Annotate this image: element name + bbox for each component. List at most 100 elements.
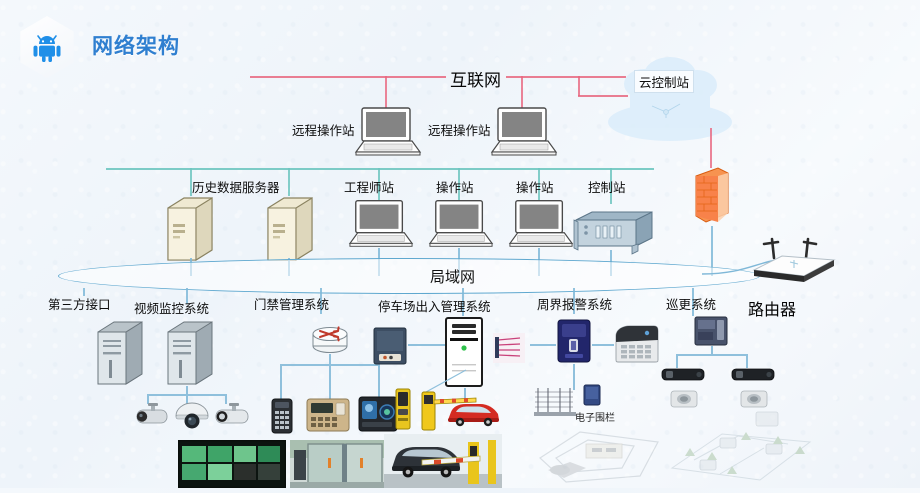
access-control-switch[interactable] [308,322,352,361]
access-drop-3 [378,364,380,400]
camera-trunk [186,386,188,394]
face-recognition-terminal[interactable] [358,396,398,437]
facility-illustration [530,418,680,493]
patrol-checkpoint-1 [670,390,698,413]
patrol-host-device[interactable] [694,316,728,351]
internet-bus-right [506,76,626,78]
engineer-station[interactable] [348,198,414,255]
lan-to-router-link [701,259,777,275]
video-surveillance-label: 视频监控系统 [134,302,210,316]
internet-bus-left [250,76,446,78]
parking-controller-link [408,344,450,346]
third-party-interface-label: 第三方接口 [48,298,111,312]
access-drop-2 [329,364,331,400]
sub-drop-perimeter [573,288,575,314]
cloud-control-station-label: 云控制站 [634,70,695,93]
patrol-wand-2[interactable] [730,366,776,389]
parking-management-label: 停车场出入管理系统 [378,300,491,314]
attendance-terminal[interactable] [306,398,350,437]
alarm-keypad-panel[interactable] [614,324,660,369]
camera-drop-1 [147,394,149,404]
perimeter-alarm-label: 周界报警系统 [537,298,613,312]
red-car-icon [444,400,502,433]
bullet-camera-2[interactable] [210,402,254,435]
video-server-1[interactable] [90,318,152,393]
sub-drop-parking [462,288,464,316]
remote-workstation-2-label: 远程操作站 [428,124,491,138]
video-server-2[interactable] [160,318,222,393]
access-keypad-reader[interactable] [270,398,294,439]
sub-drop-access [320,288,322,314]
history-server-label: 历史数据服务器 [192,181,280,195]
parking-terminal-post[interactable] [392,388,414,437]
sub-drop-third-party [83,288,85,296]
control-drop-engineer [378,168,380,200]
perimeter-left-link [530,344,556,346]
operation-station-2-label: 操作站 [516,181,554,195]
access-drop-1 [280,364,282,400]
control-station-label: 控制站 [588,181,626,195]
patrol-bus [676,354,746,356]
sub-drop-video [186,288,188,304]
dome-camera[interactable] [172,400,212,437]
bullet-camera-1[interactable] [131,402,173,435]
access-trunk [329,354,331,364]
camera-drop-2 [186,394,188,404]
network-topology-illustration [660,408,830,493]
control-station-rack-server[interactable] [566,204,656,263]
page-title: 网络架构 [92,35,180,58]
parking-diag-link [425,369,467,393]
firewall-to-lan-link [711,226,713,276]
operation-station-1-label: 操作站 [436,181,474,195]
fence-controller-icon [583,384,601,411]
parking-server-pc[interactable] [444,316,484,393]
patrol-trunk [711,346,713,354]
perimeter-alarm-host[interactable] [556,318,592,369]
operation-station-1[interactable] [428,198,494,255]
parking-trunk [464,388,466,400]
cloud-control-station[interactable] [600,48,740,153]
monitoring-center-photo [178,440,286,488]
parking-barrier-gate-1[interactable] [420,386,478,437]
parking-gate-photo [384,434,502,488]
patrol-checkpoint-2 [740,390,768,413]
sub-drop-patrol [692,288,694,316]
lan-label: 局域网 [430,269,476,286]
patrol-system-label: 巡更系统 [666,298,717,312]
entrance-door-photo [290,440,398,488]
operation-station-2[interactable] [508,198,574,255]
patrol-drop-1 [676,354,678,368]
access-control-label: 门禁管理系统 [254,298,330,312]
control-drop-op2 [538,168,540,200]
perimeter-fence-trunk [573,364,575,390]
firewall-brick-icon[interactable] [692,166,732,231]
camera-drop-3 [225,394,227,404]
remote-workstation-2[interactable] [490,106,558,163]
history-data-server-1[interactable] [162,194,224,269]
control-drop-history-2 [288,168,290,196]
perimeter-right-link [592,344,614,346]
internet-drop-2 [521,76,523,108]
remote-workstation-1[interactable] [354,106,422,163]
ticket-reader-icon [492,332,526,369]
electronic-fence-icon [532,386,580,425]
android-robot-icon [20,16,74,78]
parking-controller-box[interactable] [372,326,408,371]
remote-workstation-1-label: 远程操作站 [292,124,355,138]
control-network-bus [106,168,654,170]
lan-bus [58,258,760,294]
internet-cloud-drop [578,76,580,96]
cloud-to-firewall-link [710,128,712,168]
patrol-wand-1[interactable] [660,366,706,389]
electronic-fence-label: 电子围栏 [575,413,615,424]
control-drop-history [190,168,192,196]
internet-cloud-run [578,95,628,97]
internet-drop-1 [385,76,387,108]
patrol-drop-2 [746,354,748,368]
control-drop-controller [610,168,612,204]
internet-label: 互联网 [450,71,501,90]
control-drop-op1 [458,168,460,200]
engineer-station-label: 工程师站 [344,181,395,195]
wireless-router[interactable] [742,236,842,297]
